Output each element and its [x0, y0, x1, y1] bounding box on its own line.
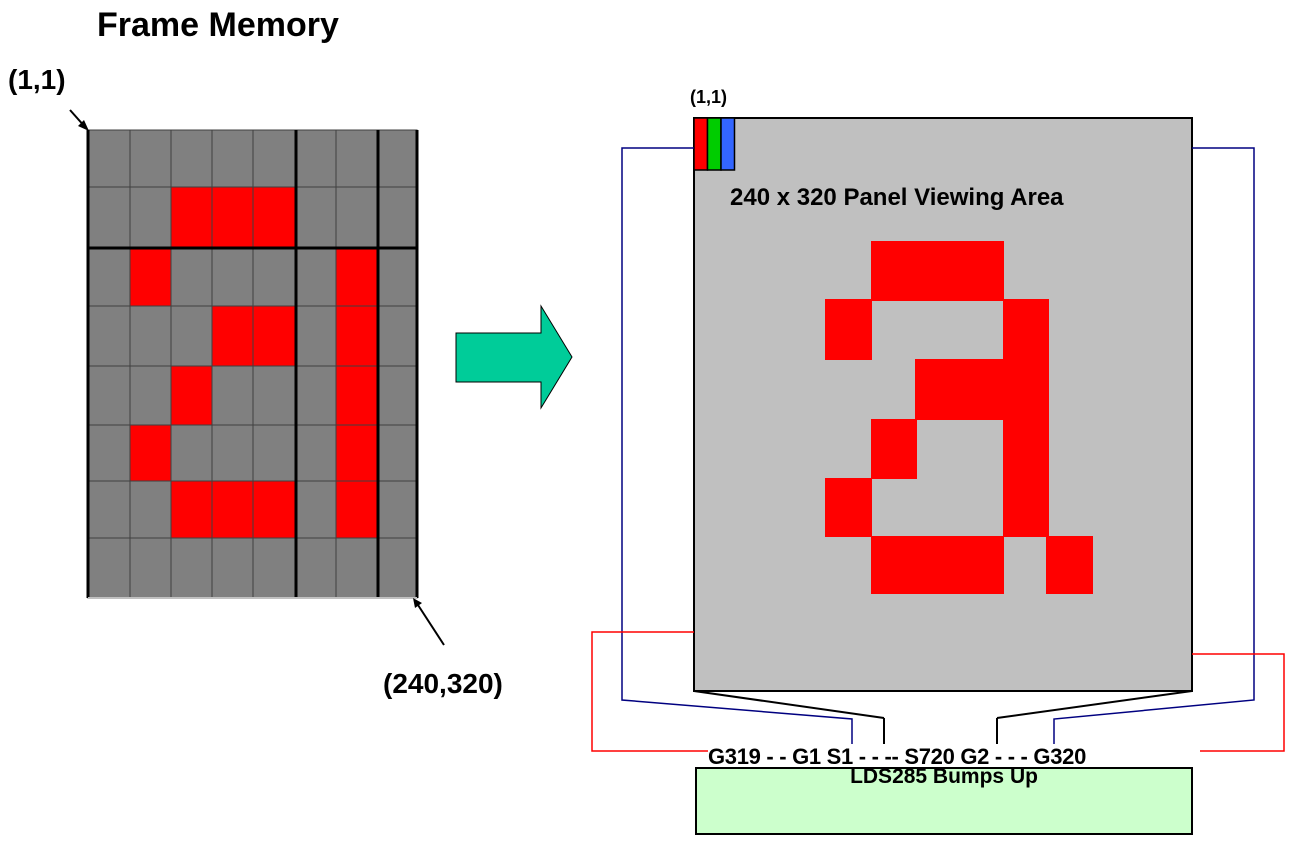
memory-cell	[252, 247, 297, 307]
memory-cell	[211, 129, 254, 188]
memory-cell	[335, 186, 379, 249]
rgb-subpixel-triad	[693, 117, 736, 171]
memory-cell	[377, 480, 418, 539]
subpixel-red	[693, 117, 709, 171]
panel-pixel-on	[871, 536, 1004, 594]
memory-cell	[87, 424, 131, 482]
panel-viewing-area-label: 240 x 320 Panel Viewing Area	[730, 184, 1064, 211]
memory-cell-on	[129, 424, 172, 482]
memory-cell	[295, 537, 337, 599]
memory-cell-on	[170, 365, 213, 426]
source-fanout-lines	[693, 690, 1193, 744]
memory-cell-on	[252, 186, 297, 249]
gate-wires-blue	[621, 147, 1255, 744]
memory-cell	[211, 365, 254, 426]
memory-cell	[87, 247, 131, 307]
panel-pixel-on	[1003, 419, 1049, 479]
panel-origin-label: (1,1)	[690, 87, 728, 107]
frame-memory-title: Frame Memory	[97, 6, 339, 44]
frame-memory-grid	[86, 129, 419, 599]
subpixel-green	[706, 117, 722, 171]
memory-cell	[129, 186, 172, 249]
driver-chip-label: LDS285 Bumps Up	[850, 765, 1038, 788]
memory-cell-on	[211, 480, 254, 539]
frame-memory-end-label: (240,320)	[383, 668, 503, 699]
end-callout-arrow	[413, 598, 445, 646]
memory-cell	[335, 537, 379, 599]
panel-pixel-pattern	[825, 241, 1093, 594]
memory-cell	[377, 305, 418, 367]
memory-cell	[87, 537, 131, 599]
memory-cell	[295, 424, 337, 482]
memory-cell	[129, 305, 172, 367]
memory-cell	[87, 129, 131, 188]
memory-cell	[295, 247, 337, 307]
memory-cell	[252, 424, 297, 482]
memory-cell-on	[129, 247, 172, 307]
memory-cell	[377, 186, 418, 249]
memory-cell	[377, 424, 418, 482]
memory-cell	[377, 365, 418, 426]
memory-cell	[295, 129, 337, 188]
panel-pixel-on	[825, 478, 872, 537]
memory-cell	[170, 537, 213, 599]
panel-pixel-on	[915, 359, 1049, 420]
subpixel-blue	[720, 117, 736, 171]
memory-cell-on	[170, 186, 213, 249]
origin-callout-arrow	[69, 109, 89, 131]
memory-cell	[170, 247, 213, 307]
memory-cell	[87, 186, 131, 249]
memory-cell	[170, 424, 213, 482]
memory-cell	[129, 365, 172, 426]
memory-cell	[377, 247, 418, 307]
panel-pixel-on	[1003, 299, 1049, 360]
panel-pixel-on	[1003, 478, 1049, 537]
memory-cell	[87, 365, 131, 426]
memory-cell	[129, 129, 172, 188]
transfer-arrow	[455, 304, 573, 410]
panel-pixel-on	[871, 419, 917, 479]
memory-cell	[295, 305, 337, 367]
memory-cell-on	[252, 480, 297, 539]
memory-cell	[295, 365, 337, 426]
memory-cell	[87, 305, 131, 367]
memory-cell-on	[335, 247, 379, 307]
memory-cell	[295, 186, 337, 249]
memory-cell-on	[335, 365, 379, 426]
frame-memory-origin-label: (1,1)	[8, 64, 66, 95]
driver-chip	[695, 767, 1193, 835]
memory-cell	[252, 129, 297, 188]
memory-cell-on	[335, 305, 379, 367]
memory-cell	[252, 365, 297, 426]
memory-cell-on	[211, 186, 254, 249]
memory-cell	[170, 129, 213, 188]
memory-cell	[129, 537, 172, 599]
memory-cell-on	[335, 424, 379, 482]
pin-sequence-label: G319 - - G1 S1 - - -- S720 G2 - - - G320	[708, 744, 1087, 769]
panel-pixel-on	[871, 241, 1004, 301]
memory-cell-on	[252, 305, 297, 367]
panel-pixel-on	[825, 299, 872, 360]
memory-cell-on	[211, 305, 254, 367]
panel-pixel-on	[1046, 536, 1093, 594]
memory-cell-on	[170, 480, 213, 539]
memory-cell-on	[335, 480, 379, 539]
memory-cell	[377, 129, 418, 188]
memory-cell	[252, 537, 297, 599]
memory-cell	[211, 424, 254, 482]
gate-wires-red	[591, 631, 1285, 752]
memory-cell	[295, 480, 337, 539]
memory-cell	[129, 480, 172, 539]
memory-cell	[335, 129, 379, 188]
memory-cell	[377, 537, 418, 599]
memory-cell	[170, 305, 213, 367]
memory-cell	[211, 247, 254, 307]
memory-cell	[211, 537, 254, 599]
memory-cell	[87, 480, 131, 539]
